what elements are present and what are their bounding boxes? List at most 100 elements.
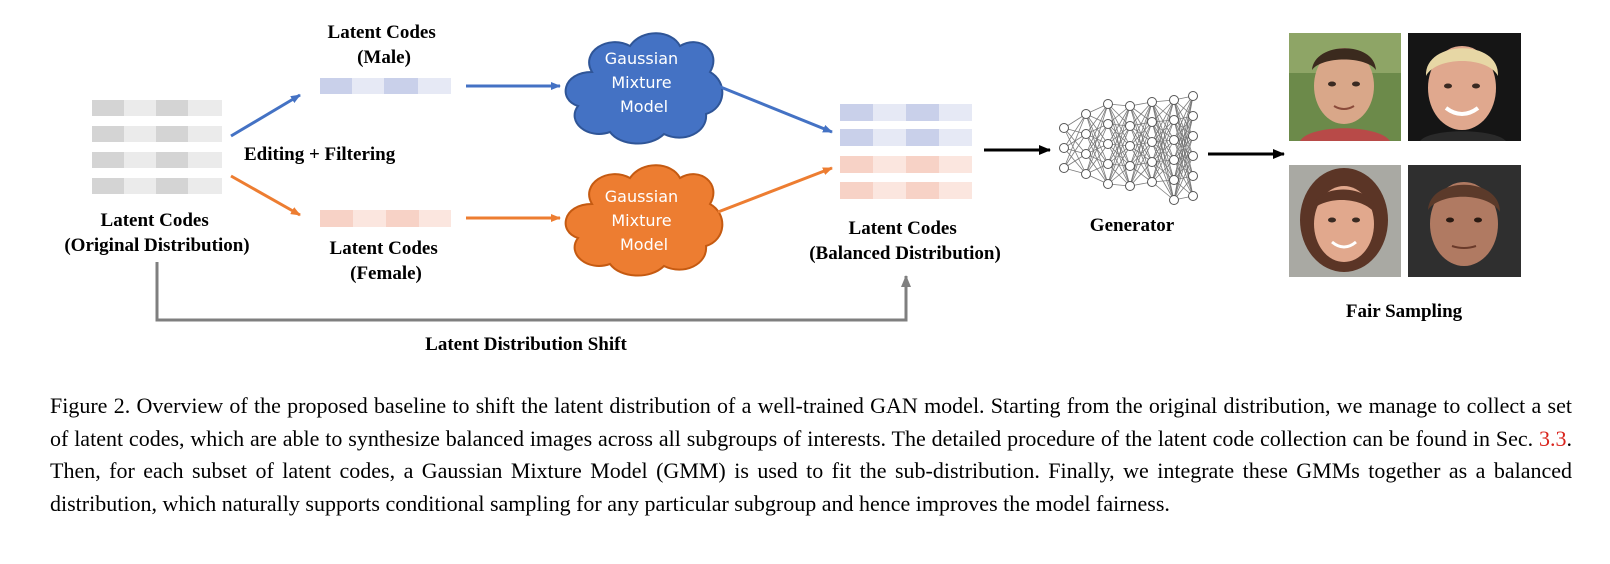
network-edge [1151, 99, 1175, 163]
network-node [1059, 143, 1069, 153]
network-node [1125, 121, 1135, 131]
latent-shift-label: Latent Distribution Shift [425, 334, 627, 355]
balanced-latent-strips [840, 104, 972, 199]
latent-strip [840, 182, 972, 199]
network-node [1147, 157, 1157, 167]
young-man-face [1289, 33, 1401, 141]
network-edge [1107, 145, 1131, 185]
network-node [1081, 149, 1091, 159]
figure-caption: Figure 2. Overview of the proposed basel… [50, 390, 1572, 520]
caption-text: Figure 2. Overview of the proposed basel… [50, 393, 1572, 451]
network-node [1103, 139, 1113, 149]
fair-sampling-label: Fair Sampling [1346, 301, 1463, 322]
network-edge [1173, 95, 1194, 161]
male-latent-strip [320, 78, 451, 94]
network-node [1169, 95, 1179, 105]
network-node [1125, 141, 1135, 151]
network-node [1059, 163, 1069, 173]
section-reference-link[interactable]: 3.3 [1539, 425, 1567, 451]
network-node [1103, 179, 1113, 189]
gmm-cloud-female: Gaussian Mixture Model [564, 164, 724, 277]
network-edge [1173, 135, 1194, 201]
network-edge [1107, 125, 1131, 185]
network-edge [1063, 113, 1087, 149]
young-woman-face [1289, 165, 1401, 277]
pipeline-diagram: Latent Codes (Original Distribution) Lat… [64, 22, 1521, 355]
network-node [1147, 177, 1157, 187]
network-edge [1129, 161, 1153, 187]
latent-strip [92, 100, 222, 116]
network-node [1147, 137, 1157, 147]
network-node [1188, 131, 1198, 141]
network-edge [1173, 95, 1194, 181]
latent-shift-arrow [155, 262, 911, 322]
network-edge [1129, 121, 1153, 187]
latent-strip [92, 178, 222, 194]
network-edge [1151, 99, 1175, 143]
network-edge [1085, 143, 1109, 175]
original-latent-strips [92, 100, 222, 194]
latent-strip [840, 129, 972, 146]
network-edge [1173, 175, 1194, 201]
network-node [1125, 161, 1135, 171]
latent-strip [840, 156, 972, 173]
network-node [1147, 117, 1157, 127]
older-man-face [1408, 33, 1521, 141]
network-edge [1085, 123, 1109, 175]
network-node [1125, 101, 1135, 111]
network-edge [1129, 101, 1153, 147]
caption-text-continued: . Then, for each subset of latent codes,… [50, 425, 1572, 516]
network-node [1103, 159, 1113, 169]
network-node [1169, 195, 1179, 205]
original-latent-label: Latent Codes (Original Distribution) [64, 210, 249, 256]
female-latent-strip [320, 210, 451, 227]
editing-arrow-female [230, 174, 301, 217]
network-edge [1129, 101, 1153, 127]
editing-arrow-male [230, 93, 301, 138]
network-edge [1107, 105, 1131, 165]
network-edge [1173, 95, 1194, 141]
network-edge [1063, 133, 1087, 169]
network-edge [1173, 155, 1194, 201]
network-edge [1129, 101, 1153, 167]
network-node [1103, 99, 1113, 109]
network-edge [1063, 113, 1087, 169]
network-node [1103, 119, 1113, 129]
network-edge [1151, 139, 1175, 183]
network-edge [1129, 141, 1153, 187]
network-edge [1151, 99, 1175, 183]
network-edge [1173, 115, 1194, 201]
network-node [1125, 181, 1135, 191]
network-node [1188, 91, 1198, 101]
network-edge [1085, 103, 1109, 175]
network-node [1169, 115, 1179, 125]
network-node [1169, 175, 1179, 185]
female-latent-label: Latent Codes (Female) [330, 238, 443, 284]
network-node [1081, 129, 1091, 139]
gmm-cloud-male: Gaussian Mixture Model [564, 32, 724, 145]
network-node [1188, 191, 1198, 201]
network-edge [1151, 159, 1175, 183]
network-edge [1107, 105, 1131, 185]
editing-filtering-label: Editing + Filtering [244, 144, 396, 165]
network-edge [1173, 95, 1194, 121]
latent-strip [840, 104, 972, 121]
generator-network-icon [1059, 91, 1198, 205]
network-node [1188, 171, 1198, 181]
male-latent-label: Latent Codes (Male) [328, 22, 441, 68]
network-node [1059, 123, 1069, 133]
latent-strip [92, 126, 222, 142]
network-node [1169, 135, 1179, 145]
network-node [1081, 169, 1091, 179]
network-node [1081, 109, 1091, 119]
network-node [1188, 151, 1198, 161]
network-edge [1085, 103, 1109, 135]
network-node [1188, 111, 1198, 121]
network-edge [1151, 119, 1175, 183]
balanced-latent-label: Latent Codes (Balanced Distribution) [809, 218, 1001, 264]
gmm-male-label: Gaussian Mixture Model [605, 49, 684, 116]
network-edge [1151, 99, 1175, 123]
latent-strip [92, 152, 222, 168]
gmm-female-to-balanced-arrow [717, 166, 833, 214]
network-edge [1129, 101, 1153, 187]
